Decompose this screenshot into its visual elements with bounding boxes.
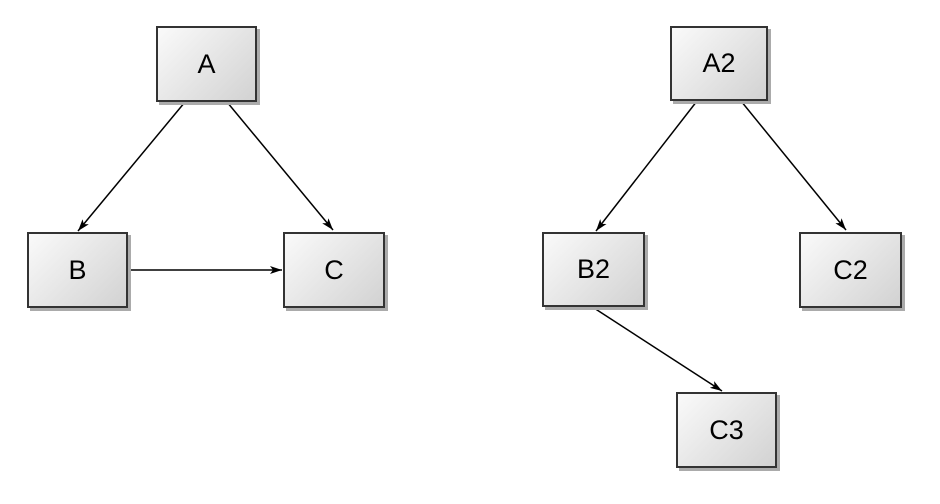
node-label: C2 [833,254,868,285]
node-label: C3 [709,414,744,445]
node-label: B [68,254,87,285]
node-b2: B2 [542,232,645,307]
node-b: B [27,232,128,308]
node-label: A2 [702,48,736,78]
edge-a2-to-b2 [595,100,698,232]
edges-group [77,100,847,392]
node-label: A [197,48,216,79]
edge-b2-to-c3 [593,307,723,392]
node-c3: C3 [676,392,777,468]
edge-a-to-c [226,101,334,231]
node-a: A [156,26,257,102]
edge-a2-to-c2 [740,100,847,231]
edge-a-to-b [77,101,186,232]
node-label: C [324,254,344,285]
node-a2: A2 [670,26,768,101]
node-c: C [283,232,385,308]
node-label: B2 [576,254,611,284]
node-c2: C2 [799,232,902,308]
